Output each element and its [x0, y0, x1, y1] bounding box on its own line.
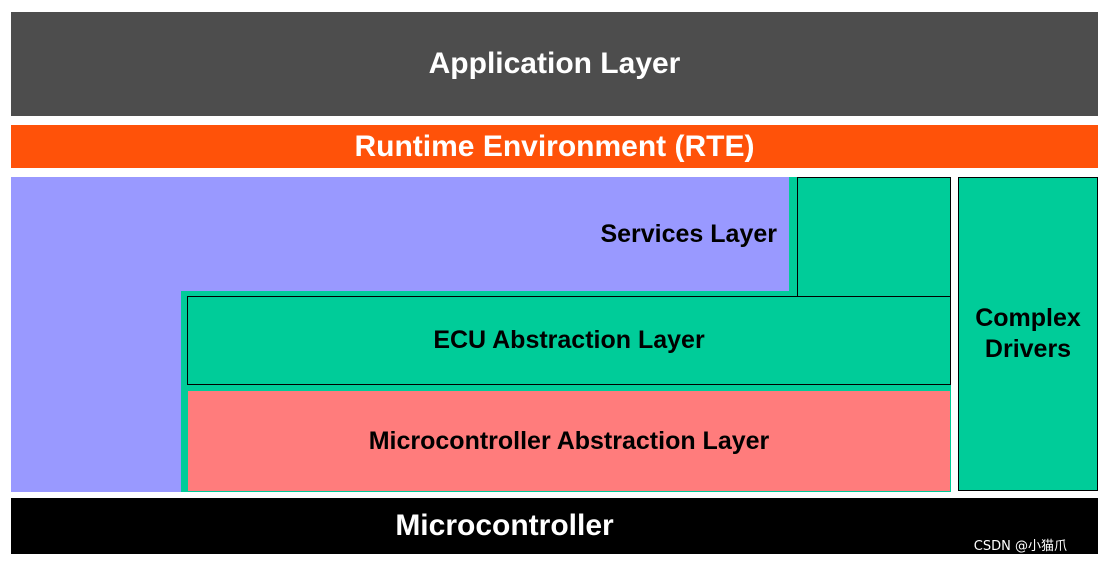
csdn-watermark: CSDN @小猫爪	[973, 539, 1067, 554]
microcontroller-layer: Microcontroller	[11, 498, 1098, 554]
mcal-layer-label: Microcontroller Abstraction Layer	[368, 426, 770, 455]
ecu-abstraction-layer-label: ECU Abstraction Layer	[433, 326, 705, 354]
rte-layer-label: Runtime Environment (RTE)	[354, 129, 755, 163]
ecu-abstraction-upper-box	[797, 177, 951, 297]
application-layer: Application Layer	[11, 12, 1098, 116]
application-layer-label: Application Layer	[428, 47, 681, 80]
ecu-abstraction-layer: ECU Abstraction Layer	[187, 296, 951, 385]
microcontroller-layer-label: Microcontroller	[395, 509, 614, 542]
services-layer: Services Layer	[11, 177, 789, 291]
complex-drivers-label: Complex Drivers	[975, 304, 1081, 363]
rte-layer: Runtime Environment (RTE)	[11, 125, 1098, 168]
mcal-layer: Microcontroller Abstraction Layer	[188, 391, 950, 491]
complex-drivers: Complex Drivers	[958, 177, 1098, 491]
services-layer-label: Services Layer	[600, 219, 777, 248]
